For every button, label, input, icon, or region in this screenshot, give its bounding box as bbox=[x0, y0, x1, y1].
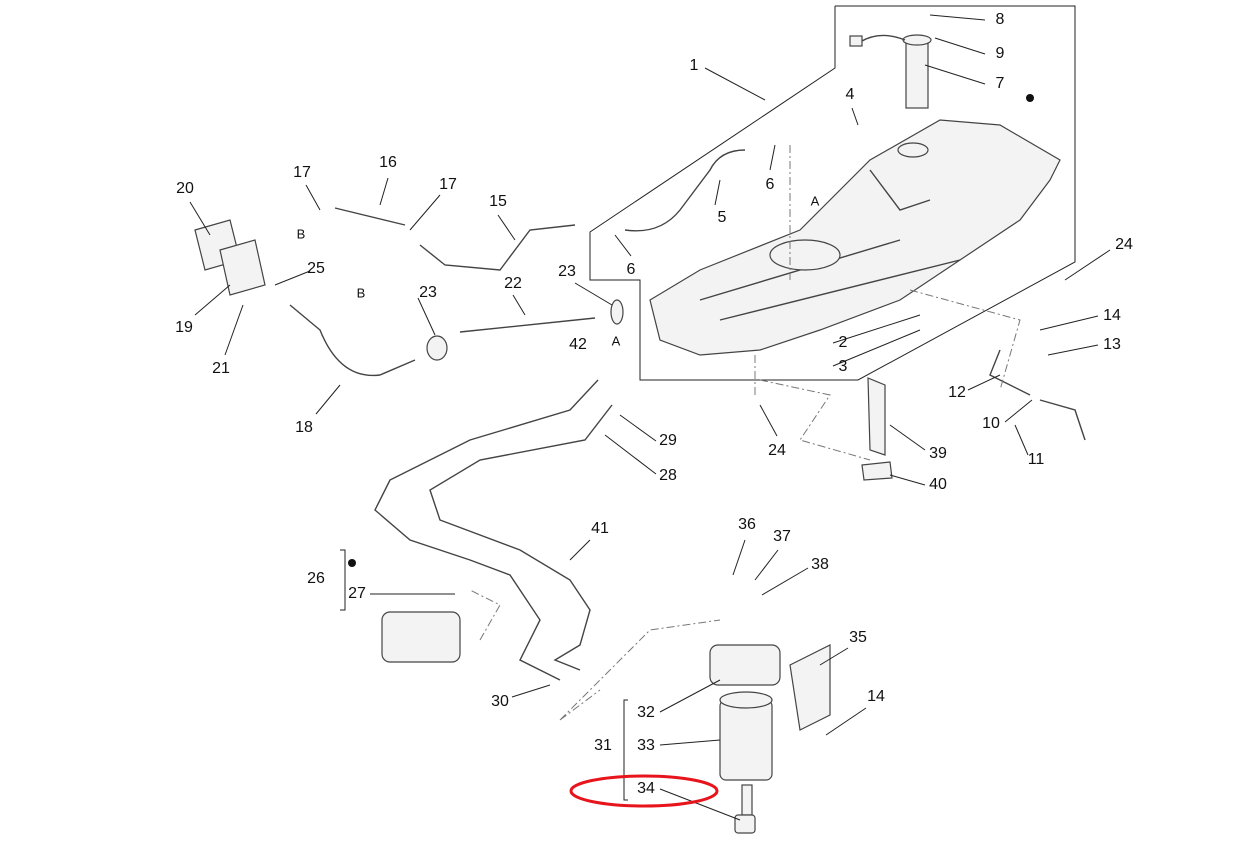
callout-38: 38 bbox=[811, 556, 829, 573]
callout-14: 14 bbox=[1103, 307, 1121, 324]
callout-6b: 6 bbox=[627, 261, 636, 278]
fuel-sender bbox=[905, 39, 929, 109]
bracket-39 bbox=[867, 377, 886, 456]
tank-group-outline bbox=[589, 5, 1076, 381]
callout-42: 42 bbox=[569, 336, 587, 353]
callout-22: 22 bbox=[504, 275, 522, 292]
callout-25: 25 bbox=[307, 260, 325, 277]
callout-32: 32 bbox=[637, 704, 655, 721]
callout-18: 18 bbox=[295, 419, 313, 436]
ref-b-2: B bbox=[357, 285, 366, 300]
callout-6: 6 bbox=[766, 176, 775, 193]
callout-17: 17 bbox=[293, 164, 311, 181]
filter-head-32 bbox=[709, 644, 781, 686]
bracket-35 bbox=[789, 644, 831, 731]
callout-26: 26 bbox=[307, 570, 325, 587]
callout-30: 30 bbox=[491, 693, 509, 710]
highlight-ellipse-34 bbox=[569, 774, 719, 808]
callout-11: 11 bbox=[1028, 451, 1045, 468]
callout-15: 15 bbox=[489, 193, 507, 210]
callout-24b: 24 bbox=[768, 442, 786, 459]
injection-pump bbox=[381, 611, 461, 663]
gasket-19 bbox=[219, 239, 266, 296]
callout-4: 4 bbox=[846, 86, 855, 103]
fuel-line-26 bbox=[374, 379, 599, 681]
pipe-15 bbox=[419, 224, 576, 271]
callout-16: 16 bbox=[379, 154, 397, 171]
callout-20: 20 bbox=[176, 180, 194, 197]
callout-29: 29 bbox=[659, 432, 677, 449]
callout-27: 27 bbox=[348, 585, 366, 602]
callout-7: 7 bbox=[996, 75, 1005, 92]
callout-39: 39 bbox=[929, 445, 947, 462]
callout-23: 23 bbox=[419, 284, 437, 301]
callout-5: 5 bbox=[718, 209, 727, 226]
callout-31: 31 bbox=[594, 737, 612, 754]
callout-1: 1 bbox=[690, 57, 699, 74]
sensor-34 bbox=[741, 784, 753, 816]
filter-33 bbox=[719, 699, 773, 781]
callout-14b: 14 bbox=[867, 688, 885, 705]
ref-a-line: A bbox=[612, 333, 621, 348]
callout-33: 33 bbox=[637, 737, 655, 754]
callout-28: 28 bbox=[659, 467, 677, 484]
callout-2: 2 bbox=[839, 334, 848, 351]
callout-24: 24 bbox=[1115, 236, 1133, 253]
ref-a-tank: A bbox=[811, 193, 820, 208]
hose-22 bbox=[459, 317, 596, 333]
ref-b-1: B bbox=[297, 226, 306, 241]
filler-neck-18 bbox=[289, 304, 416, 377]
callout-19: 19 bbox=[175, 319, 193, 336]
callout-8: 8 bbox=[996, 11, 1005, 28]
hose-16 bbox=[334, 207, 406, 226]
callout-21: 21 bbox=[212, 360, 230, 377]
callout-3: 3 bbox=[839, 358, 848, 375]
callout-36: 36 bbox=[738, 516, 756, 533]
callout-35: 35 bbox=[849, 629, 867, 646]
callout-9: 9 bbox=[996, 45, 1005, 62]
fuel-tank bbox=[649, 119, 1061, 356]
callout-23b: 23 bbox=[558, 263, 576, 280]
callout-17b: 17 bbox=[439, 176, 457, 193]
callout-34: 34 bbox=[637, 780, 655, 797]
callout-41: 41 bbox=[591, 520, 609, 537]
callout-10: 10 bbox=[982, 415, 1000, 432]
callout-13: 13 bbox=[1103, 336, 1121, 353]
fuel-line-28 bbox=[429, 404, 613, 671]
hose-5 bbox=[624, 149, 746, 232]
callout-37: 37 bbox=[773, 528, 791, 545]
callout-12: 12 bbox=[948, 384, 966, 401]
callout-40: 40 bbox=[929, 476, 947, 493]
vent-hose bbox=[989, 349, 1086, 441]
